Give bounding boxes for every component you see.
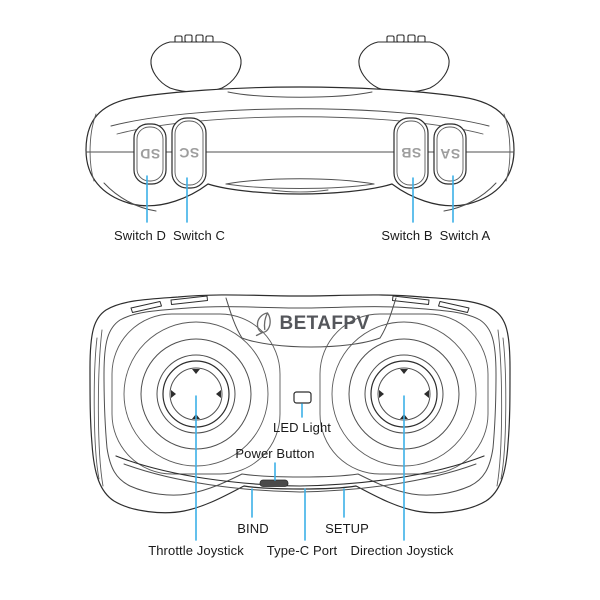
betafpv-logo: BETAFPV bbox=[252, 311, 369, 337]
brand-name: BETAFPV bbox=[279, 313, 370, 334]
switch-sc-text: SC bbox=[179, 145, 199, 161]
label-throttle-joystick: Throttle Joystick bbox=[148, 543, 244, 558]
power-button bbox=[259, 479, 289, 487]
logo-panel bbox=[225, 297, 397, 348]
label-direction-joystick: Direction Joystick bbox=[350, 543, 454, 558]
led-light bbox=[293, 391, 312, 404]
front-view-illustration bbox=[89, 294, 511, 541]
switch-sd-text: SD bbox=[140, 146, 160, 162]
switch-sb-text: SB bbox=[401, 145, 421, 161]
label-switch-a: Switch A bbox=[439, 228, 491, 243]
controller-front-outline bbox=[89, 294, 511, 514]
face-plate-outline bbox=[103, 306, 497, 496]
label-bind: BIND bbox=[237, 521, 269, 536]
label-switch-d: Switch D bbox=[113, 228, 167, 243]
top-view-callout-lines bbox=[146, 175, 454, 223]
shoulder-tabs bbox=[130, 295, 470, 313]
switch-sd-button: SD bbox=[133, 123, 167, 185]
switch-sb-button: SB bbox=[393, 117, 429, 189]
label-power-button: Power Button bbox=[235, 446, 315, 461]
switch-sa-button: SA bbox=[433, 123, 467, 185]
bottom-edge-band bbox=[115, 455, 485, 493]
label-led-light: LED Light bbox=[273, 420, 331, 435]
front-view-callout-lines bbox=[195, 395, 405, 541]
betafpv-bird-icon bbox=[255, 312, 271, 337]
top-view-illustration: SD SC SB SA bbox=[85, 34, 515, 223]
side-rails bbox=[93, 329, 507, 487]
label-switch-b: Switch B bbox=[381, 228, 433, 243]
label-type-c-port: Type-C Port bbox=[266, 543, 338, 558]
switch-sa-text: SA bbox=[440, 146, 460, 162]
label-setup: SETUP bbox=[325, 521, 369, 536]
label-switch-c: Switch C bbox=[172, 228, 226, 243]
switch-sc-button: SC bbox=[171, 117, 207, 189]
